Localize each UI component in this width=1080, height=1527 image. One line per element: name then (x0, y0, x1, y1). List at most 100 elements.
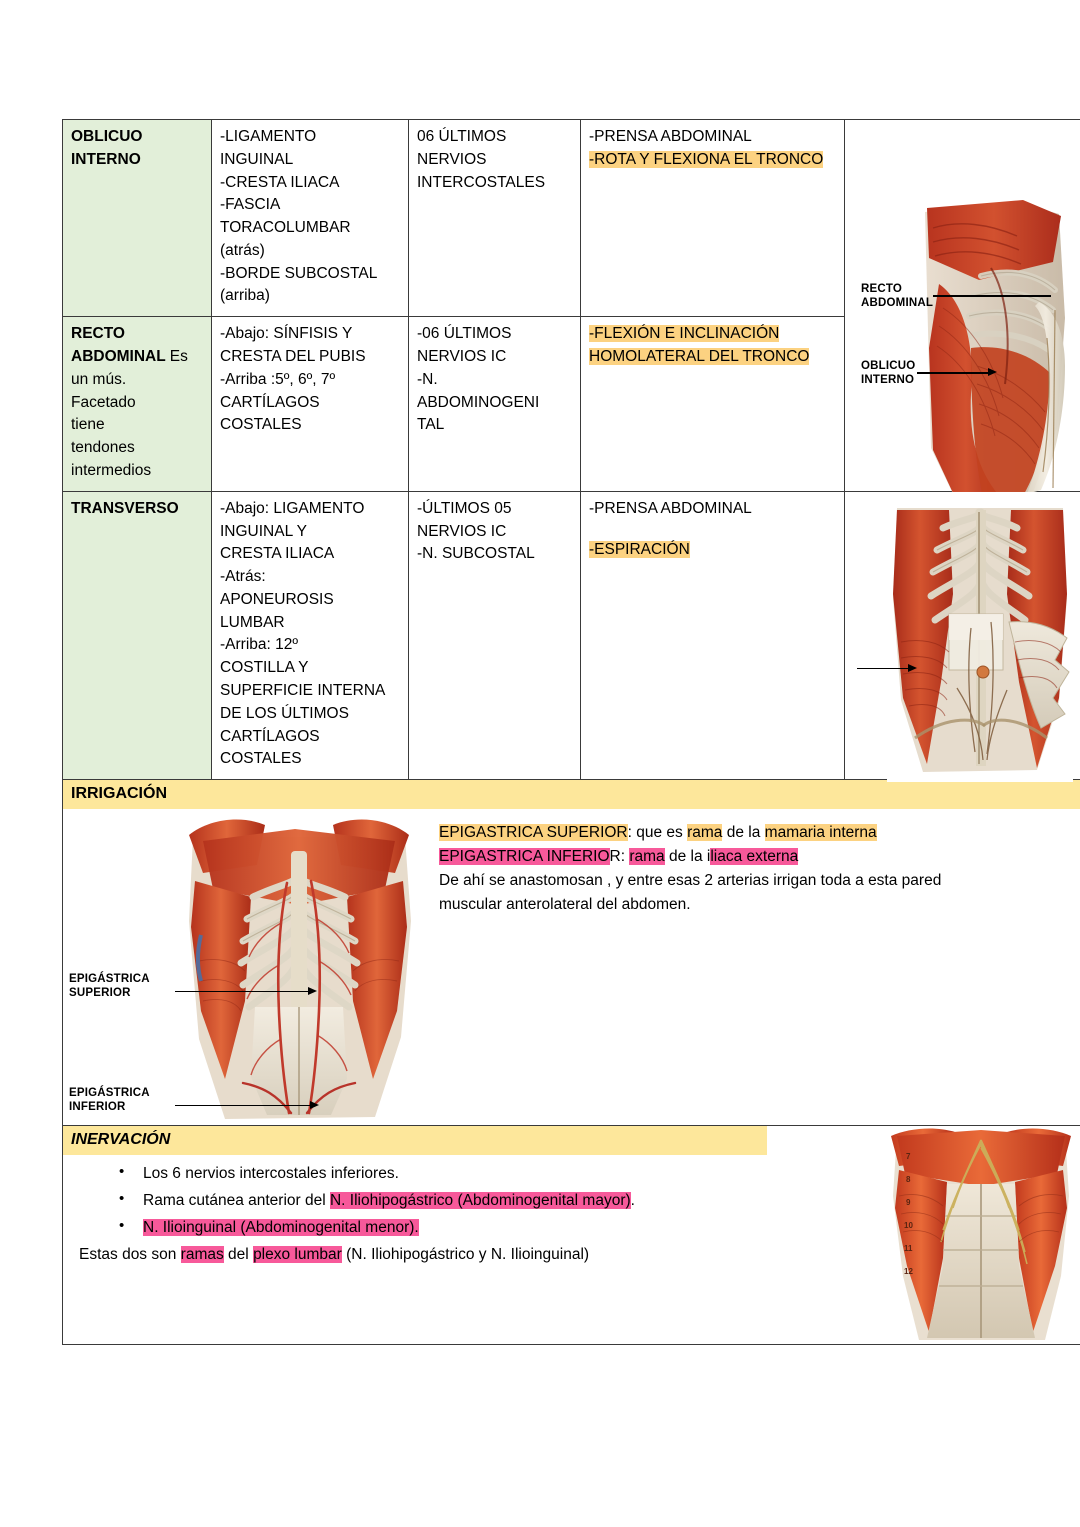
text-run: N. Iliohipogástrico (Abdominogenital may… (329, 1191, 631, 1209)
text-run: plexo lumbar (253, 1246, 342, 1264)
list-item: Los 6 nervios intercostales inferiores. (71, 1160, 771, 1186)
irrigacion-section: IRRIGACIÓN (62, 779, 1080, 1126)
table-row-inervacion: INERVACIÓN Los 6 nervios intercostales i… (62, 1124, 1080, 1345)
irrigacion-line: EPIGASTRICA INFERIOR: rama de la iliaca … (439, 845, 941, 869)
action-spacer (589, 521, 836, 539)
arrowhead-oblicuo-interno (988, 368, 997, 376)
row-action-cell: -PRENSA ABDOMINAL -ROTA Y FLEXIONA EL TR… (580, 118, 845, 318)
text-run: rama (629, 847, 665, 865)
muscle-name: TRANSVERSO (71, 499, 179, 517)
inervacion-body: INERVACIÓN Los 6 nervios intercostales i… (63, 1125, 1080, 1344)
table-row-irrigacion: IRRIGACIÓN (62, 779, 1080, 1126)
irrigacion-text: EPIGASTRICA SUPERIOR: que es rama de la … (435, 809, 955, 917)
text-run: Rama cutánea anterior del (143, 1191, 330, 1209)
irrigacion-line: EPIGASTRICA SUPERIOR: que es rama de la … (439, 821, 941, 845)
svg-text:11: 11 (904, 1244, 913, 1253)
text-run: : que es (627, 823, 688, 841)
row-action-cell: -PRENSA ABDOMINAL -ESPIRACIÓN (580, 490, 845, 781)
action-highlighted: -ROTA Y FLEXIONA EL TRONCO (589, 149, 836, 172)
oblicuo-interno-recto-abdominal-illustration (919, 198, 1071, 510)
inervacion-tail-text: Estas dos son ramas del plexo lumbar (N.… (71, 1242, 771, 1267)
row-muscle-name-cell: TRANSVERSO (62, 490, 212, 781)
text-run: Los 6 nervios intercostales inferiores. (143, 1164, 399, 1182)
transverso-abdominal-illustration (887, 501, 1073, 782)
inervacion-text: Los 6 nervios intercostales inferiores. … (63, 1155, 771, 1267)
arrowhead-epigastrica-superior (308, 986, 317, 995)
inervacion-bullet-list: Los 6 nervios intercostales inferiores. … (71, 1160, 771, 1240)
arterias-epigastricas-illustration (179, 810, 419, 1123)
leader-line-oblicuo-interno (917, 372, 989, 374)
text-run: EPIGASTRICA INFERIO (439, 847, 610, 865)
list-item: N. Ilioinguinal (Abdominogenital menor). (71, 1214, 771, 1240)
nervios-intercostales-figure-wrap: 7 8 9 10 11 12 (889, 1125, 1073, 1344)
irrigacion-heading: IRRIGACIÓN (63, 780, 1080, 809)
inervacion-heading: INERVACIÓN (63, 1125, 767, 1155)
text-run: mamaria interna (764, 823, 877, 841)
text-run: de la (722, 823, 765, 841)
inervacion-section: INERVACIÓN Los 6 nervios intercostales i… (62, 1124, 1080, 1345)
leader-line-recto-abdominal (933, 295, 1051, 297)
text-run: R: (609, 847, 630, 865)
action-plain: -PRENSA ABDOMINAL (589, 128, 752, 145)
text-run: N. Ilioinguinal (Abdominogenital menor). (143, 1218, 419, 1236)
action-highlight-text: -ROTA Y FLEXIONA EL TRONCO (589, 150, 824, 168)
svg-text:10: 10 (904, 1221, 913, 1230)
leader-line-epigastrica-inferior (175, 1104, 313, 1107)
arrowhead-transverso (908, 663, 917, 672)
text-run: liaca externa (710, 847, 799, 865)
row-image-cell (844, 490, 1080, 782)
text-run: ramas (180, 1246, 224, 1264)
action-highlight-text: -ESPIRACIÓN (589, 540, 690, 558)
list-item: Rama cutánea anterior del N. Iliohipogás… (71, 1187, 771, 1213)
svg-text:7: 7 (906, 1152, 911, 1161)
nervios-intercostales-illustration: 7 8 9 10 11 12 (889, 1125, 1073, 1344)
action-highlighted: -FLEXIÓN E INCLINACIÓN HOMOLATERAL DEL T… (589, 323, 836, 369)
text-run: rama (687, 823, 723, 841)
text-run: (N. Iliohipogástrico y N. Ilioinguinal) (341, 1246, 590, 1264)
action-plain: -PRENSA ABDOMINAL (589, 499, 752, 517)
text-run: . (630, 1191, 635, 1209)
text-run: Estas dos son (79, 1246, 181, 1264)
irrigacion-line: De ahí se anastomosan , y entre esas 2 a… (439, 869, 941, 893)
leader-line-epigastrica-superior (175, 990, 311, 993)
action-highlight-text: -FLEXIÓN E INCLINACIÓN HOMOLATERAL DEL T… (589, 325, 810, 366)
arrowhead-epigastrica-inferior (310, 1100, 319, 1109)
row-action-cell: -FLEXIÓN E INCLINACIÓN HOMOLATERAL DEL T… (580, 316, 845, 492)
svg-text:8: 8 (906, 1175, 911, 1184)
text-run: de la i (664, 847, 711, 865)
action-highlighted: -ESPIRACIÓN (589, 539, 836, 562)
svg-text:12: 12 (904, 1267, 913, 1276)
leader-line-transverso (857, 667, 909, 670)
svg-text:9: 9 (906, 1198, 911, 1207)
text-run: muscular anterolateral del abdomen. (439, 895, 691, 913)
